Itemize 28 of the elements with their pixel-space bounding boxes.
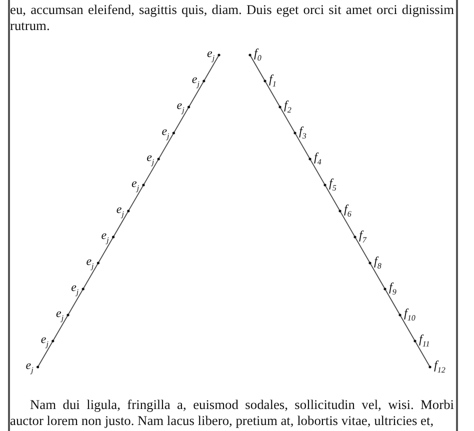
body-paragraph: Nam dui ligula, fringilla a, euismod sodales, sollicitudin vel, wisi. Morbi auctor lorem non justo. Nam lacus libero, pretium at, lobortis vitae, ultricies et, xyxy=(10,397,454,429)
point-label: f$_{11}$ xyxy=(419,332,430,350)
point-label: e$_{j}$ xyxy=(86,254,94,272)
point-label: f$_{3}$ xyxy=(299,124,306,142)
point-label: f$_{8}$ xyxy=(374,254,382,272)
point-label: e$_{j}$ xyxy=(162,124,170,142)
point-label: e$_{j}$ xyxy=(116,202,124,220)
point-label: f$_{9}$ xyxy=(389,280,396,298)
point-label: f$_{12}$ xyxy=(434,358,446,376)
body-paragraph: eu, accumsan eleifend, sagittis quis, diam. Duis eget orci sit amet orci dignissim rutrum. xyxy=(10,2,454,34)
point-label: e$_{j}$ xyxy=(26,358,34,376)
point-label: e$_{j}$ xyxy=(132,176,140,194)
point-label: f$_{10}$ xyxy=(404,306,416,324)
point-label: e$_{j}$ xyxy=(176,98,184,116)
point-label: f$_{5}$ xyxy=(329,176,336,194)
point-label: f$_{0}$ xyxy=(254,46,262,64)
point-label: e$_{j}$ xyxy=(101,228,109,246)
point-label: f$_{6}$ xyxy=(344,202,352,220)
point-label: e$_{j}$ xyxy=(56,306,64,324)
point-label: e$_{j}$ xyxy=(71,280,79,298)
point-label: f$_{7}$ xyxy=(359,228,366,246)
point-label: f$_{1}$ xyxy=(269,72,276,90)
point-label: e$_{j}$ xyxy=(207,46,215,64)
point-label: f$_{2}$ xyxy=(284,98,292,116)
point-label: e$_{j}$ xyxy=(146,150,154,168)
point-label: e$_{j}$ xyxy=(192,72,200,90)
point-label: f$_{4}$ xyxy=(314,150,322,168)
point-label: e$_{j}$ xyxy=(40,332,48,350)
